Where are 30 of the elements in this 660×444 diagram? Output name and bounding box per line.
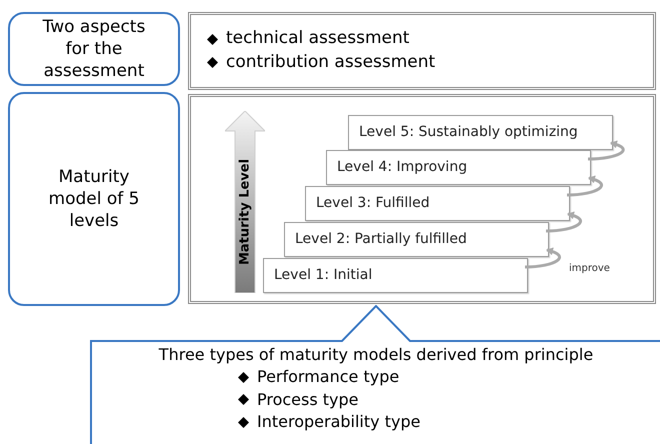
curved-arrow [588,140,625,160]
level-step-box [284,222,549,257]
axis-label: Maturity Level [236,158,254,266]
curved-arrow [524,248,561,268]
level-label: Level 1: Initial [274,266,372,285]
level-label: Level 4: Improving [337,158,468,177]
curved-arrow [566,176,603,196]
bullet-text: Process type [257,388,359,411]
box-label: Two aspects for the assessment [42,16,146,82]
text-box [188,12,656,90]
bullet-text: contribution assessment [226,51,436,74]
callout-heading: Three types of maturity models derived from principle [158,344,594,366]
level-label: Level 2: Partially fulfilled [295,230,467,249]
bullet-text: Interoperability type [257,411,420,434]
level-step-box [305,186,570,221]
level-label: Level 3: Fulfilled [316,194,430,213]
level-step-box [326,150,591,185]
rounded-box [8,12,180,86]
bullet-text: technical assessment [226,27,410,50]
level-step-box [263,258,528,293]
rounded-box [8,92,180,306]
curved-arrow [546,212,582,232]
edge-label: improve [569,261,610,276]
level-step-box [348,115,613,150]
box-label: Maturity model of 5 levels [48,166,140,232]
bullet-text: Performance type [257,366,400,388]
panel-box [188,94,656,304]
up-arrow [225,111,265,293]
callout-box [90,305,660,444]
level-label: Level 5: Sustainably optimizing [359,123,578,142]
